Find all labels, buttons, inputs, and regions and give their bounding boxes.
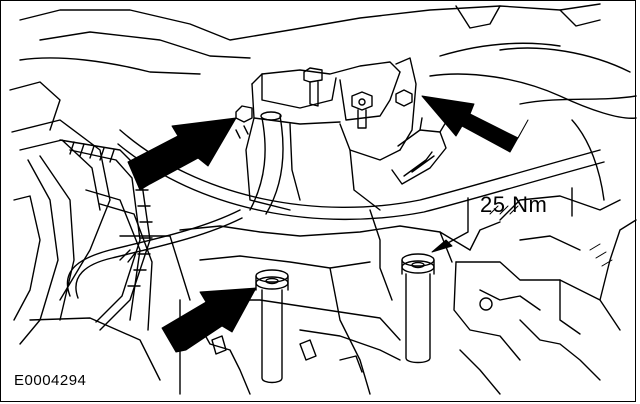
curved-pipe [117,129,605,221]
pump-hose [249,111,284,215]
arrow-icon-upper-left [127,117,237,191]
arrow-icon-lower-left [161,287,257,353]
left-frame-rails [11,119,191,381]
figure-id: E0004294 [14,372,87,389]
engine-block [179,209,471,395]
right-arch [439,42,631,201]
corrugated-hose [59,139,153,331]
right-hatching [489,205,613,267]
return-line [66,209,243,299]
top-bolt [303,67,323,107]
torque-label: 25 Nm [480,192,548,217]
pump-housing [245,57,417,211]
right-stud [401,253,435,364]
lower-left-detail [211,335,363,373]
upper-right-bolt [395,89,413,107]
arrow-icon-torque-pointer [431,239,453,253]
left-stud [255,269,289,384]
arrow-icon-upper-right [421,95,529,153]
elbow-hose [391,117,447,185]
right-bracket [439,195,637,395]
right-nut [351,91,373,129]
upper-body-outline [9,3,637,131]
torque-leader-line [445,187,573,245]
